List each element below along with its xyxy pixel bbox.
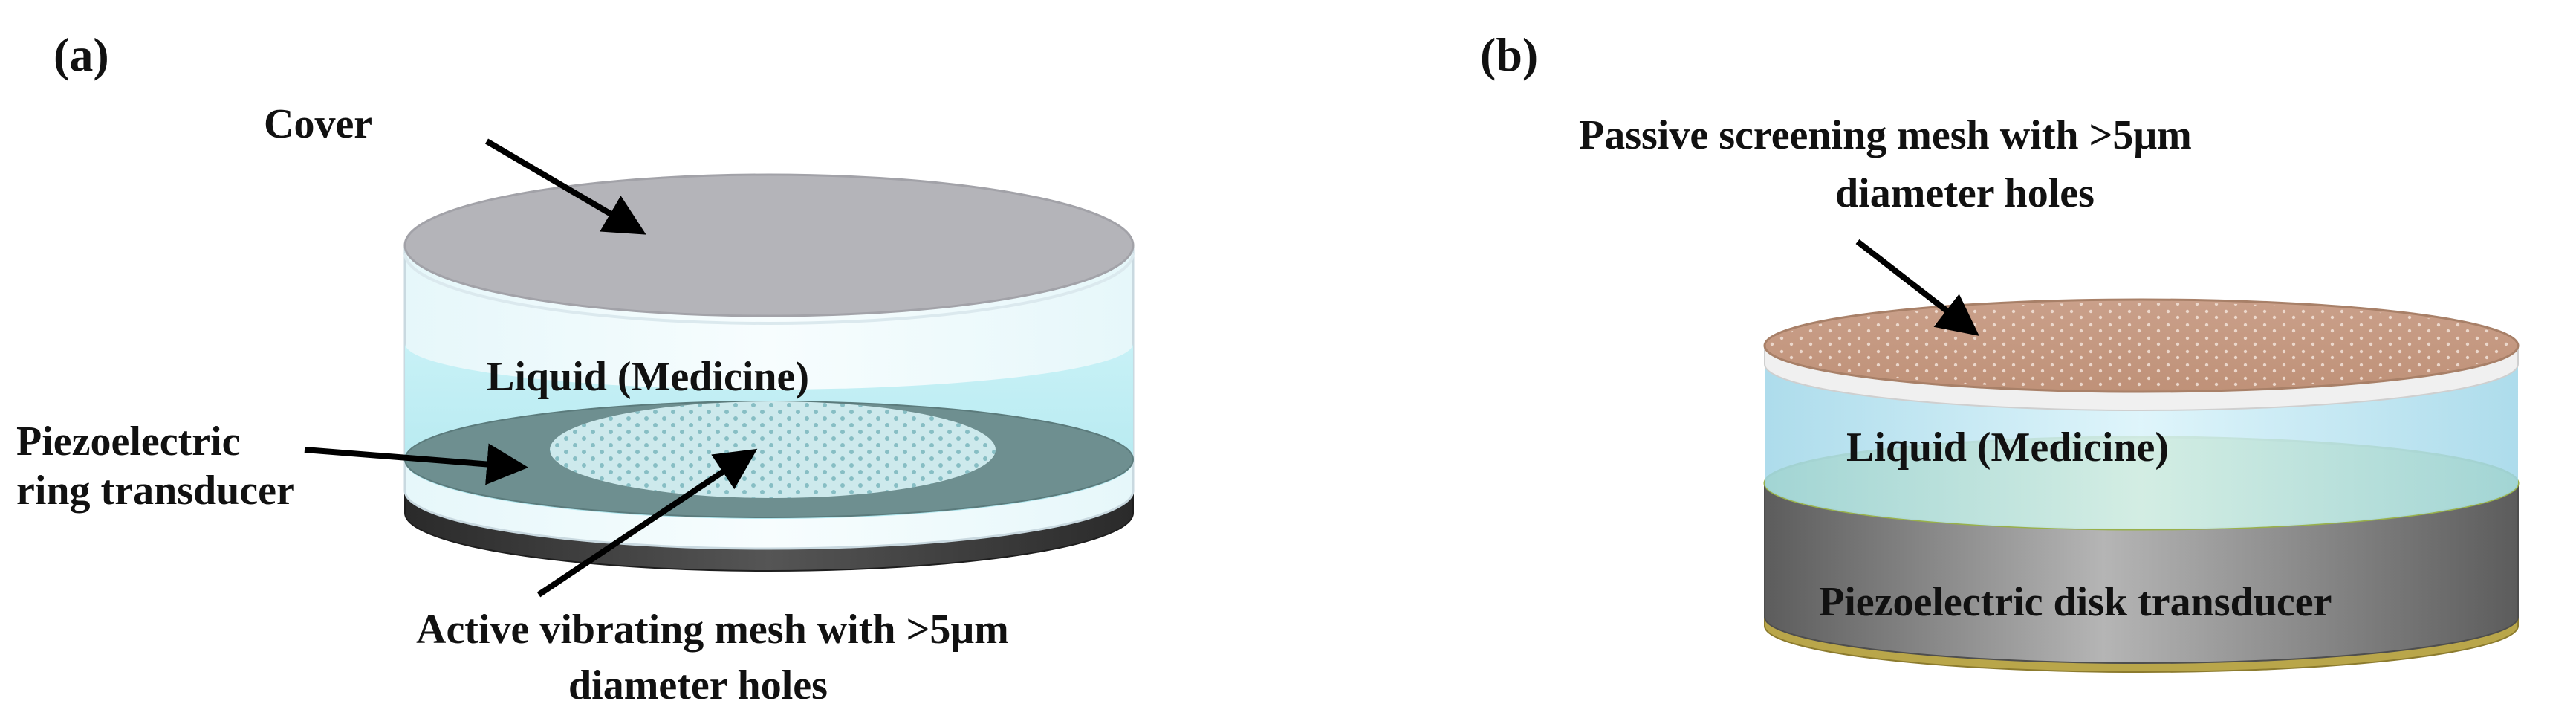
piezo-ring-label-line1: Piezoelectric bbox=[16, 419, 241, 465]
liquid-chamber-b bbox=[1765, 364, 2518, 529]
liquid-label-a: Liquid (Medicine) bbox=[487, 354, 809, 400]
vibrating-mesh-nebulizer bbox=[403, 173, 1135, 572]
passive-mesh-arrow bbox=[1855, 239, 1979, 336]
liquid-label-b: Liquid (Medicine) bbox=[1846, 424, 2169, 471]
cover-disc bbox=[403, 173, 1135, 317]
panel-b-tag: (b) bbox=[1480, 28, 1538, 81]
passive-mesh-nebulizer bbox=[1763, 298, 2520, 673]
piezo-ring-label-line2: ring transducer bbox=[16, 468, 295, 514]
active-mesh-holes bbox=[550, 401, 996, 498]
piezo-ring-arrow bbox=[304, 443, 529, 485]
active-mesh-arrow bbox=[536, 448, 758, 598]
glass-rim bbox=[403, 252, 1135, 325]
panel-b: (b) Passive screening mesh with >5μm dia… bbox=[1480, 28, 2520, 673]
passive-mesh-label-line1: Passive screening mesh with >5μm bbox=[1579, 112, 2192, 158]
piezo-disk-label: Piezoelectric disk transducer bbox=[1819, 579, 2332, 625]
panel-a-tag: (a) bbox=[53, 28, 109, 81]
piezo-disk-side bbox=[1764, 482, 2519, 664]
cover-arrow bbox=[484, 138, 646, 235]
cover-label: Cover bbox=[264, 101, 372, 147]
active-mesh-label-line1: Active vibrating mesh with >5μm bbox=[416, 607, 1009, 653]
passive-mesh-holes bbox=[1770, 303, 2513, 389]
active-mesh-label-line2: diameter holes bbox=[568, 662, 828, 708]
panel-a: (a) Cover Liquid (Medicine) Piezoelectri… bbox=[16, 28, 1135, 708]
passive-mesh-label-line2: diameter holes bbox=[1835, 170, 2095, 216]
